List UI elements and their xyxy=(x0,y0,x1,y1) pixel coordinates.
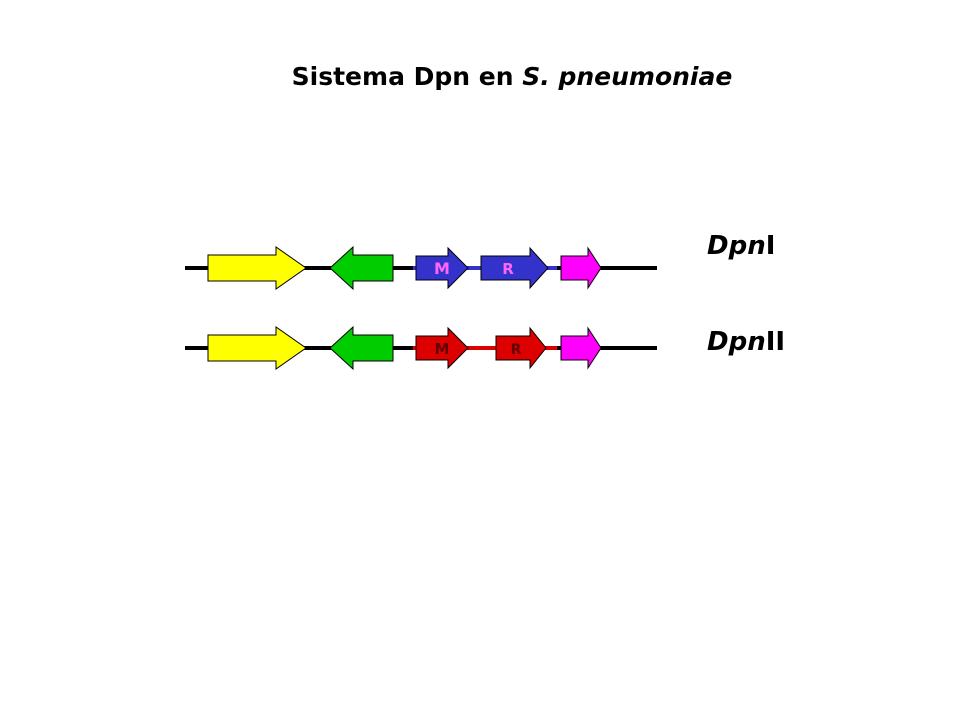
locus-row-2: M R DpnII xyxy=(185,325,785,371)
gene-arrow-green xyxy=(329,325,394,371)
gene-label-R: R xyxy=(502,260,514,278)
gene-arrow-M xyxy=(415,246,469,290)
gene-arrow-R xyxy=(495,326,547,370)
gene-arrow-magenta xyxy=(560,246,602,290)
gene-arrow-R xyxy=(480,246,549,290)
gene-arrow-yellow xyxy=(207,326,307,370)
gene-arrow-magenta xyxy=(560,326,602,370)
title-species: S. pneumoniae xyxy=(522,62,733,91)
locus-row-1: M R DpnI xyxy=(185,231,775,291)
diagram-title: Sistema Dpn en S. pneumoniae xyxy=(0,62,960,91)
locus-name: DpnI xyxy=(707,231,775,261)
title-prefix: Sistema Dpn en xyxy=(291,62,523,91)
gene-arrow-yellow xyxy=(207,246,307,290)
gene-label-M: M xyxy=(435,340,450,358)
gene-label-M: M xyxy=(434,259,450,278)
gene-arrow-green xyxy=(329,245,394,291)
gene-label-R: R xyxy=(511,342,522,358)
gene-arrow-M xyxy=(415,326,469,370)
locus-name: DpnII xyxy=(707,327,785,357)
